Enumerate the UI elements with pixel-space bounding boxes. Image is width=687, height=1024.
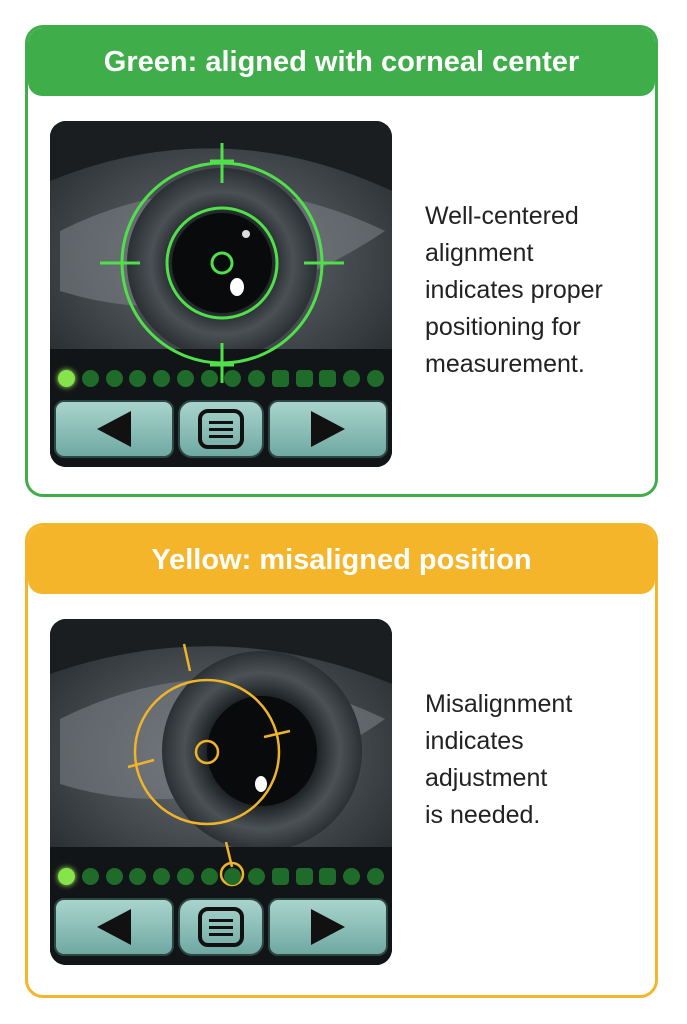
progress-dot: [248, 867, 266, 885]
previous-button[interactable]: [54, 400, 174, 458]
progress-dot: [200, 867, 218, 885]
progress-dot: [58, 867, 75, 885]
triangle-right-icon: [311, 909, 345, 945]
progress-dot: [319, 369, 337, 387]
progress-dot: [176, 867, 194, 885]
description-line: Well-centered: [425, 202, 579, 230]
control-bar: [54, 898, 388, 956]
progress-dot: [129, 369, 147, 387]
next-button[interactable]: [268, 400, 388, 458]
description: Well-centered alignment indicates proper…: [425, 198, 635, 383]
menu-icon: [198, 409, 244, 449]
progress-dot: [105, 369, 123, 387]
progress-dot: [295, 369, 313, 387]
next-button[interactable]: [268, 898, 388, 956]
progress-dot: [366, 867, 384, 885]
progress-dot: [343, 867, 361, 885]
progress-dot: [200, 369, 218, 387]
progress-dot: [224, 867, 242, 885]
description-line: indicates: [425, 727, 524, 755]
previous-button[interactable]: [54, 898, 174, 956]
description-line: measurement.: [425, 350, 585, 378]
progress-dot: [105, 867, 123, 885]
device-screen: [50, 121, 392, 467]
progress-dot: [343, 369, 361, 387]
panel-title: Green: aligned with corneal center: [28, 28, 655, 96]
progress-dot: [248, 369, 266, 387]
progress-dot: [81, 867, 99, 885]
progress-dot: [176, 369, 194, 387]
description-line: Misalignment: [425, 690, 573, 718]
progress-dots: [58, 865, 384, 887]
progress-dot: [295, 867, 313, 885]
progress-dots: [58, 367, 384, 389]
green-alignment-panel: Green: aligned with corneal center: [25, 25, 658, 497]
yellow-misalignment-panel: Yellow: misaligned position: [25, 523, 658, 998]
description: Misalignment indicates adjustment is nee…: [425, 686, 635, 834]
progress-dot: [319, 867, 337, 885]
triangle-right-icon: [311, 411, 345, 447]
description-line: indicates proper: [425, 276, 603, 304]
progress-dot: [271, 369, 289, 387]
description-line: alignment: [425, 239, 534, 267]
yellow-crosshair-reticle-icon: [127, 643, 291, 887]
progress-dot: [129, 867, 147, 885]
control-bar: [54, 400, 388, 458]
progress-dot: [153, 369, 171, 387]
menu-button[interactable]: [178, 400, 264, 458]
progress-dot: [224, 369, 242, 387]
menu-icon: [198, 907, 244, 947]
menu-button[interactable]: [178, 898, 264, 956]
progress-dot: [366, 369, 384, 387]
description-line: is needed.: [425, 801, 541, 829]
progress-dot: [58, 369, 75, 387]
green-crosshair-reticle-icon: [100, 143, 344, 383]
progress-dot: [81, 369, 99, 387]
triangle-left-icon: [97, 411, 131, 447]
triangle-left-icon: [97, 909, 131, 945]
description-line: positioning for: [425, 313, 581, 341]
device-screen: [50, 619, 392, 965]
progress-dot: [153, 867, 171, 885]
description-line: adjustment: [425, 764, 548, 792]
progress-dot: [271, 867, 289, 885]
panel-title: Yellow: misaligned position: [28, 526, 655, 594]
